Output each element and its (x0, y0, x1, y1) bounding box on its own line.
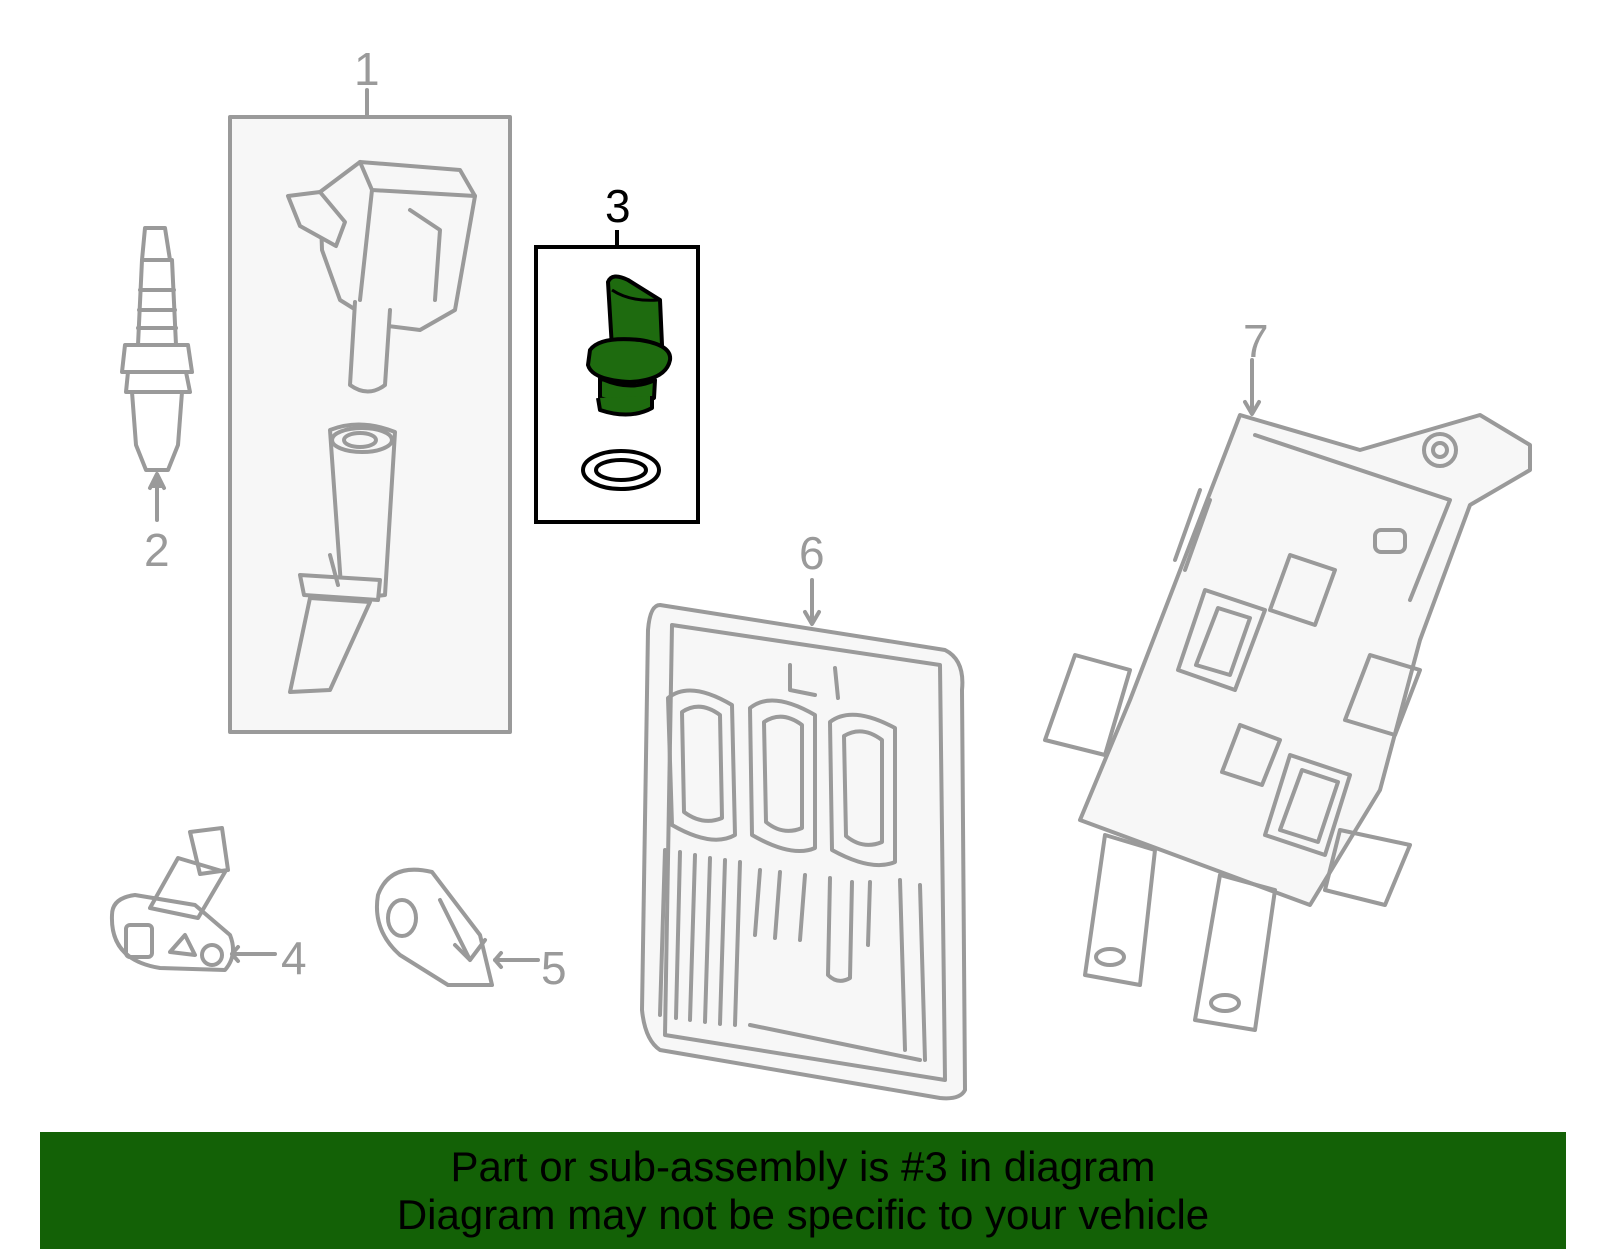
part-2-spark-plug (120, 226, 194, 522)
part-7-bracket (1043, 358, 1532, 1032)
info-banner: Part or sub-assembly is #3 in diagram Di… (40, 1132, 1566, 1249)
banner-line-disclaimer: Diagram may not be specific to your vehi… (396, 1190, 1210, 1238)
callout-3: 3 (605, 180, 631, 232)
part-1-ignition-coil (228, 88, 512, 734)
parts-diagram (109, 88, 1532, 1101)
banner-line-part: Part or sub-assembly is #3 in diagram (450, 1142, 1156, 1190)
o-ring (581, 449, 661, 491)
part-5-sensor (375, 867, 540, 987)
part-6-control-module (640, 578, 967, 1101)
callout-5: 5 (541, 942, 567, 994)
part-3-highlighted (534, 230, 700, 524)
callout-2: 2 (144, 524, 170, 576)
part-4-sensor (109, 826, 277, 972)
callout-4: 4 (281, 932, 307, 984)
callout-7: 7 (1243, 315, 1269, 367)
callout-1: 1 (354, 43, 380, 95)
callout-6: 6 (799, 527, 825, 579)
